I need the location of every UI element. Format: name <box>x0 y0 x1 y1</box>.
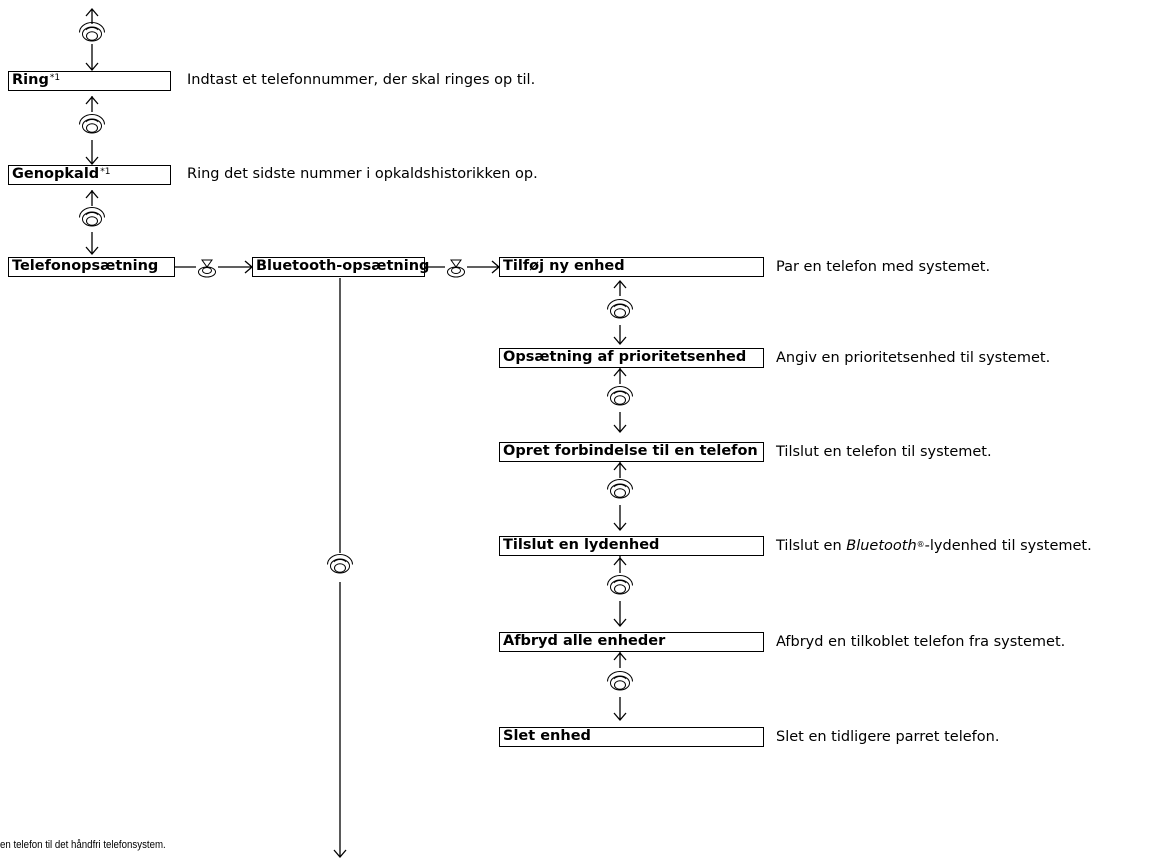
menu-item-opsaetning-af-prioritetsenhed: Opsætning af prioritetsenhed <box>499 348 764 368</box>
menu-item-label: Telefonopsætning <box>12 258 159 274</box>
footnote-text: en telefon til det håndfri telefonsystem… <box>0 839 166 851</box>
menu-item-tilfoej-ny-enhed: Tilføj ny enhed <box>499 257 764 277</box>
rotate-knob-icon <box>79 114 105 134</box>
rotate-knob-icon <box>607 671 633 691</box>
menu-item-opret-forbindelse: Opret forbindelse til en telefon <box>499 442 764 462</box>
menu-item-label: Slet enhed <box>503 728 591 744</box>
rotate-knob-icon <box>607 299 633 319</box>
description-prioritetsenhed: Angiv en prioritetsenhed til systemet. <box>776 350 1051 366</box>
menu-item-label: Opsætning af prioritetsenhed <box>503 349 747 365</box>
menu-item-tilslut-lydenhed: Tilslut en lydenhed <box>499 536 764 556</box>
brand-name: Bluetooth <box>846 538 917 554</box>
description-afbryd: Afbryd en tilkoblet telefon fra systemet… <box>776 634 1066 650</box>
menu-item-label: Tilføj ny enhed <box>503 258 625 274</box>
rotate-knob-icon <box>607 479 633 499</box>
description-text: Tilslut en <box>776 538 847 554</box>
menu-item-label: Genopkald <box>12 166 100 182</box>
menu-item-label: Ring <box>12 72 49 88</box>
menu-item-genopkald: Genopkald*1 <box>8 165 171 185</box>
rotate-knob-icon <box>607 386 633 406</box>
description-ring: Indtast et telefonnummer, der skal ringe… <box>187 72 536 88</box>
description-genopkald: Ring det sidste nummer i opkaldshistorik… <box>187 166 538 182</box>
menu-item-label: Afbryd alle enheder <box>503 633 666 649</box>
rotate-knob-icon <box>327 554 353 574</box>
menu-item-label: Tilslut en lydenhed <box>503 537 660 553</box>
rotate-knob-icon <box>79 22 105 42</box>
menu-item-ring: Ring*1 <box>8 71 171 91</box>
rotate-knob-icon <box>79 207 105 227</box>
menu-item-label: Opret forbindelse til en telefon <box>503 443 758 459</box>
description-slet-enhed: Slet en tidligere parret telefon. <box>776 729 1000 745</box>
press-knob-icon <box>198 259 216 278</box>
registered-mark: ® <box>916 540 925 549</box>
menu-item-slet-enhed: Slet enhed <box>499 727 764 747</box>
menu-item-telefonopsaetning: Telefonopsætning <box>8 257 175 277</box>
description-opret-forbindelse: Tilslut en telefon til systemet. <box>776 444 992 460</box>
press-knob-icon <box>447 259 465 278</box>
description-tilfoej-ny-enhed: Par en telefon med systemet. <box>776 259 991 275</box>
description-tilslut-lydenhed: Tilslut en Bluetooth®-lydenhed til syste… <box>776 537 1092 555</box>
menu-item-bluetooth-opsaetning: Bluetooth-opsætning <box>252 257 429 277</box>
menu-item-afbryd-alle-enheder: Afbryd alle enheder <box>499 632 764 652</box>
footnote-marker: *1 <box>100 167 111 177</box>
description-text: -lydenhed til systemet. <box>924 538 1092 554</box>
menu-item-label: Bluetooth-opsætning <box>256 258 430 274</box>
rotate-knob-icon <box>607 575 633 595</box>
footnote-marker: *1 <box>49 73 61 83</box>
